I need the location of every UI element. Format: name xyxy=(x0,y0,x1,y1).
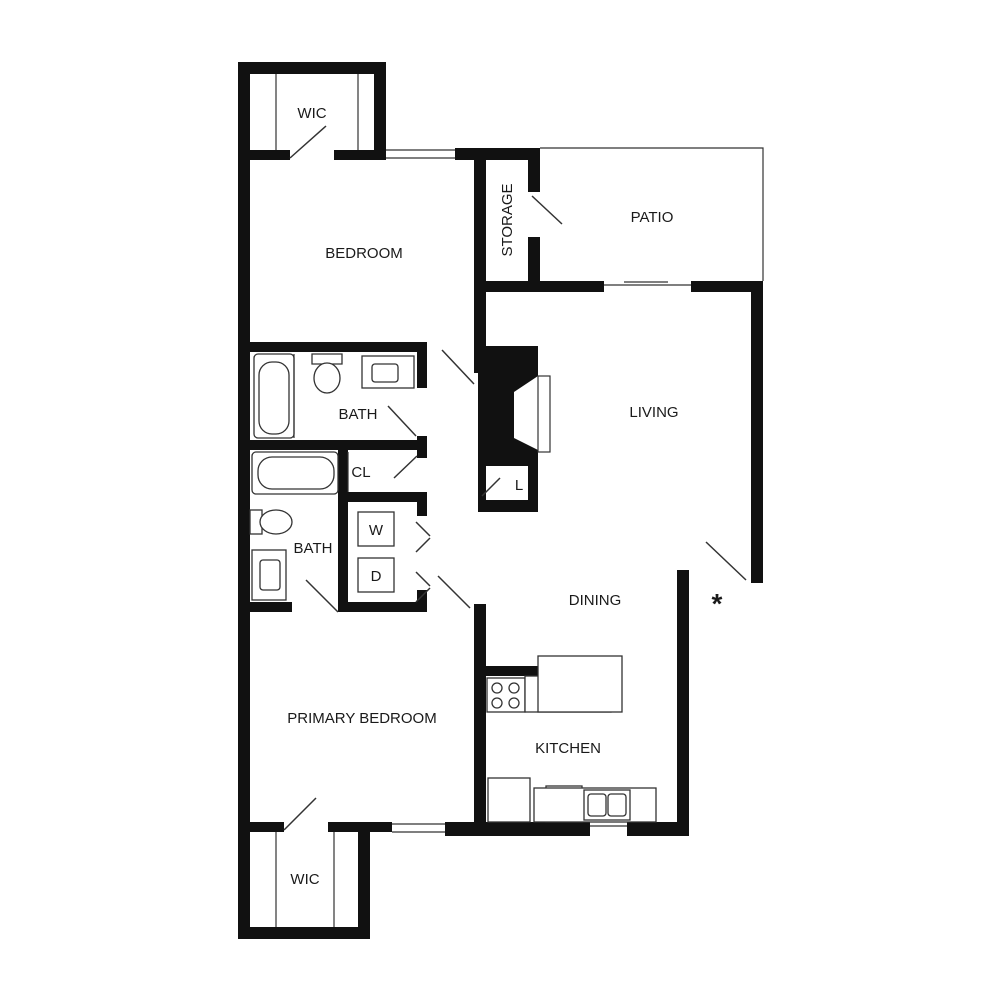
wall-bath-upper-east-a xyxy=(417,342,427,388)
wall-linen-bottom xyxy=(478,500,538,512)
wall-bath-upper-south xyxy=(250,440,427,450)
toilet-upper xyxy=(313,362,341,394)
label-closet: CL xyxy=(351,464,370,481)
wall-living-north-a xyxy=(474,281,604,292)
wall-dining-east xyxy=(677,570,689,836)
fireplace xyxy=(478,346,538,466)
wall-wic-bottom-south xyxy=(238,927,370,939)
wall-west xyxy=(238,62,250,939)
label-primary-bedroom: PRIMARY BEDROOM xyxy=(287,710,436,727)
label-dining: DINING xyxy=(569,592,622,609)
label-dryer: D xyxy=(371,568,382,585)
wall-wic-top-north xyxy=(238,62,386,74)
label-patio: PATIO xyxy=(631,209,674,226)
label-living: LIVING xyxy=(629,404,678,421)
wall-closet-west xyxy=(338,450,348,612)
wall-living-east xyxy=(751,281,763,583)
wall-laundry-south xyxy=(338,602,427,612)
fixtures xyxy=(249,353,657,823)
wall-wic-top-south-b xyxy=(334,150,386,160)
label-bath-upper: BATH xyxy=(339,406,378,423)
wall-bath-lower-south xyxy=(250,602,292,612)
label-wic-top: WIC xyxy=(297,105,326,122)
label-linen: L xyxy=(515,477,523,494)
toilet-lower xyxy=(259,509,293,535)
wall-wic-top-east xyxy=(374,62,386,160)
walls xyxy=(238,62,763,939)
wall-primary-south-a xyxy=(250,822,284,832)
kitchen-bar xyxy=(537,655,623,713)
label-washer: W xyxy=(369,522,384,539)
wall-bath-upper-north xyxy=(250,342,427,352)
label-wic-bottom: WIC xyxy=(290,871,319,888)
label-storage: STORAGE xyxy=(499,183,516,256)
wall-wic-bottom-east xyxy=(358,822,370,939)
wall-spine-lower xyxy=(474,604,486,836)
wall-bedroom-north xyxy=(455,148,540,160)
label-bath-lower: BATH xyxy=(294,540,333,557)
wall-kitchen-south-b xyxy=(627,822,689,836)
wall-storage-east-a xyxy=(528,148,540,192)
wall-linen-west xyxy=(478,466,486,512)
room-labels: WIC BEDROOM STORAGE PATIO BATH LIVING CL… xyxy=(287,105,722,888)
wall-kitchen-north xyxy=(486,666,538,676)
thin-lines xyxy=(275,74,764,927)
washer[interactable] xyxy=(357,511,395,547)
refrigerator xyxy=(487,777,531,823)
wall-wic-top-south-a xyxy=(250,150,290,160)
wall-linen-east xyxy=(528,466,538,512)
wall-storage-east-b xyxy=(528,237,540,292)
wall-laundry-east xyxy=(417,492,427,516)
stove xyxy=(486,677,526,713)
wall-spine-upper xyxy=(474,148,486,373)
dryer[interactable] xyxy=(357,557,395,593)
wall-kitchen-south-a xyxy=(445,822,590,836)
label-bedroom: BEDROOM xyxy=(325,245,403,262)
entry-marker: * xyxy=(712,588,723,619)
wall-living-north-b xyxy=(691,281,763,292)
doors xyxy=(283,125,747,831)
label-kitchen: KITCHEN xyxy=(535,740,601,757)
wall-closet-south xyxy=(348,492,427,502)
wall-laundry-east-b xyxy=(417,590,427,612)
